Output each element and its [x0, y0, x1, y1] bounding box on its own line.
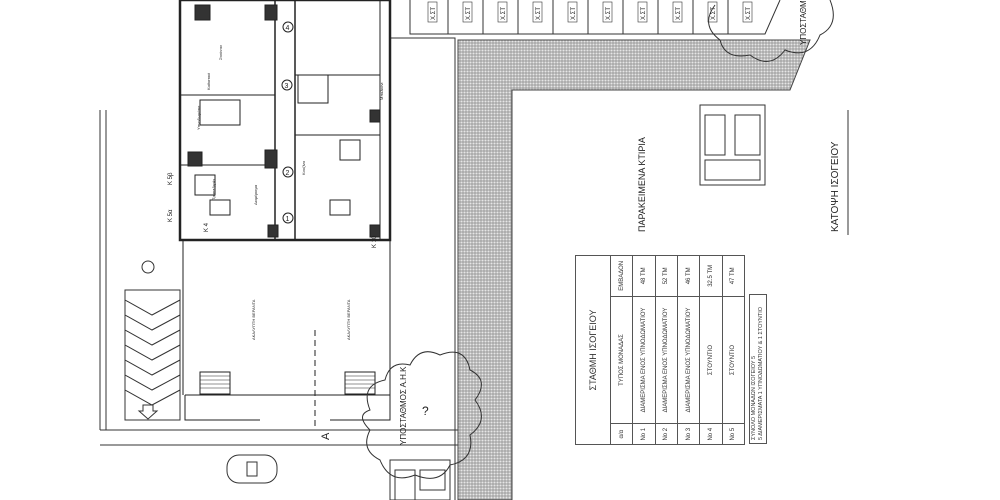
- room-label: Στούντιο: [218, 44, 223, 60]
- cell: Νο 3: [677, 423, 700, 445]
- parking-label: Χ.ΣΤ: [466, 7, 472, 20]
- room-label: Τραπεζαρία: [211, 178, 216, 200]
- parking-label: Χ.ΣΤ: [606, 7, 612, 20]
- unit-marker-2: 2: [286, 170, 290, 177]
- summary-note: ΣΥΝΟΛΟ ΜΟΝΑΔΩΝ ΙΣΟΓΕΙΟΥ 5 5 ΔΙΑΜΕΡΙΣΜΑΤΑ…: [749, 294, 767, 444]
- header-cell: α/α: [610, 423, 633, 445]
- parking-label: Χ.ΣΤ: [431, 7, 437, 20]
- car-icon: [226, 454, 278, 484]
- unit-marker-3: 3: [285, 83, 289, 90]
- cell: ΣΤΟΥΝΤΙΟ: [699, 296, 723, 424]
- adjacent-buildings-label: ΠΑΡΑΚΕΙΜΕΝΑ ΚΤΙΡΙΑ: [637, 137, 647, 232]
- summary-line: ΣΥΝΟΛΟ ΜΟΝΑΔΩΝ ΙΣΟΓΕΙΟΥ 5: [751, 355, 757, 440]
- room-label: Μπαλκόνι: [379, 82, 384, 100]
- parking-label-box: [532, 1, 543, 23]
- header-cell: ΕΜΒΑΔΟΝ: [610, 255, 633, 297]
- cell: 47 ΤΜ: [722, 255, 745, 297]
- cell: 32.5 ΤΜ: [699, 255, 723, 297]
- parking-label: Χ.ΣΤ: [676, 7, 682, 20]
- substation-label: ΥΠΟΣΤΑΘΜ: [799, 0, 808, 45]
- cell: 46 ΤΜ: [677, 255, 700, 297]
- units-table: ΣΤΑΘΜΗ ΙΣΟΓΕΙΟΥ α/α ΤΥΠΟΣ ΜΟΝΑΔΑΣ ΕΜΒΑΔΟ…: [575, 255, 745, 445]
- room-label: Κουζίνα: [301, 160, 306, 175]
- veranda-label: ΑΚΑΛΥΠΤΗ ΒΕΡΑΝΤΑ: [251, 299, 256, 340]
- building: [178, 0, 392, 242]
- parking-label: Χ.ΣΤ: [571, 7, 577, 20]
- room-label: Υπνοδωμάτιο: [196, 105, 201, 130]
- cell: ΔΙΑΜΕΡΙΣΜΑ ΕΝΟΣ ΥΠΝΟΔΩΜΑΤΙΟΥ: [677, 296, 700, 424]
- parking-label: Χ.ΣΤ: [641, 7, 647, 20]
- substation-label: ΥΠΟΣΤΑΘΜΟΣ Α.Η.Κ: [399, 366, 408, 445]
- question-mark: ?: [422, 404, 429, 418]
- cell: 48 ΤΜ: [632, 255, 656, 297]
- unit-markers: [281, 21, 294, 224]
- cell: ΔΙΑΜΕΡΙΣΜΑ ΕΝΟΣ ΥΠΝΟΔΩΜΑΤΙΟΥ: [632, 296, 656, 424]
- unit-marker-1: 1: [286, 216, 290, 223]
- verandas: [182, 240, 391, 430]
- table-title: ΣΤΑΘΜΗ ΙΣΟΓΕΙΟΥ: [575, 255, 611, 445]
- parking-label: Χ.ΣΤ: [746, 7, 752, 20]
- parking-label-box: [707, 1, 718, 23]
- room-label: Καθιστικό: [206, 72, 211, 90]
- cell: Νο 5: [722, 423, 745, 445]
- section-marker: A: [320, 432, 332, 440]
- parking-label-box: [637, 1, 648, 23]
- parking-labels: Χ.ΣΤ Χ.ΣΤ Χ.ΣΤ Χ.ΣΤ Χ.ΣΤ Χ.ΣΤ Χ.ΣΤ Χ.ΣΤ Χ.ΣΤ Χ.ΣΤ: [427, 1, 753, 23]
- parking-label-box: [462, 1, 473, 23]
- parking-label-box: [567, 1, 578, 23]
- cell: Νο 4: [699, 423, 723, 445]
- substation-cloud: [362, 0, 834, 479]
- veranda-label: ΑΚΑΛΥΠΤΗ ΒΕΡΑΝΤΑ: [346, 299, 351, 340]
- header-cell: ΤΥΠΟΣ ΜΟΝΑΔΑΣ: [610, 296, 633, 424]
- parking-label: Χ.ΣΤ: [536, 7, 542, 20]
- cell: ΔΙΑΜΕΡΙΣΜΑ ΕΝΟΣ ΥΠΝΟΔΩΜΑΤΙΟΥ: [655, 296, 678, 424]
- site-boundary: [99, 37, 460, 500]
- parking-label-box: [742, 1, 753, 23]
- unit-marker-4: 4: [286, 25, 290, 32]
- parking-label-box: [497, 1, 508, 23]
- parking-label: Χ.ΣΤ: [711, 7, 717, 20]
- column-label: Κ 5α: [168, 209, 174, 222]
- cell: Νο 2: [655, 423, 678, 445]
- drawing-title: ΚΑΤΟΨΗ ΙΣΟΓΕΙΟΥ: [830, 141, 841, 232]
- summary-line: 5 ΔΙΑΜΕΡΙΣΜΑΤΑ 1 ΥΠΝΟΔΩΜΑΤΙΟΥ & 1 ΣΤΟΥΝΤ…: [758, 306, 764, 440]
- cell: Νο 1: [632, 423, 656, 445]
- parking-label-box: [672, 1, 683, 23]
- parking-spaces: [409, 0, 781, 35]
- parking-label-box: [602, 1, 613, 23]
- column-label: Κ 5β: [168, 172, 174, 185]
- paved-area: [457, 39, 811, 500]
- room-label: Διαμέρισμα: [253, 184, 258, 205]
- column-label: Κ 4: [204, 222, 210, 232]
- cell: ΣΤΟΥΝΤΙΟ: [722, 296, 745, 424]
- parking-label-box: [427, 1, 438, 23]
- detail-plan: [389, 104, 766, 500]
- parking-label: Χ.ΣΤ: [501, 7, 507, 20]
- cell: 52 ΤΜ: [655, 255, 678, 297]
- parking-ramp: [124, 260, 181, 421]
- column-label: Κ 10: [372, 235, 378, 248]
